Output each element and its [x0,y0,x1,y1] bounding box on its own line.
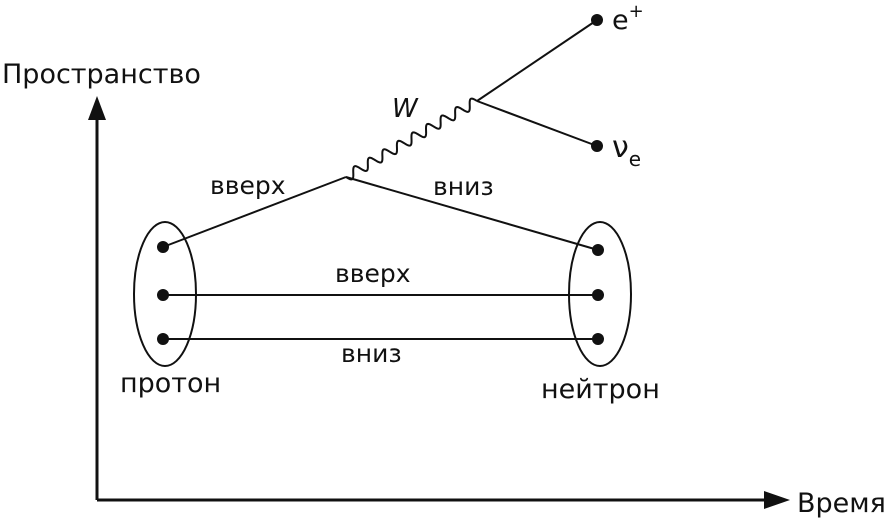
spectator-down-quark-label: вниз [341,339,402,368]
positron-dot [591,14,603,26]
time-axis-label: Время [797,488,886,519]
proton-quark-dot-top [157,241,169,253]
neutron-quark-dot-bottom [592,333,604,345]
space-axis-label: Пространство [2,59,201,90]
positron-label: e+ [612,1,644,36]
proton-quark-dot-bottom [157,333,169,345]
neutrino-dot [591,140,603,152]
w-boson-wavy-line [345,97,478,181]
positron-symbol: e [612,5,629,36]
neutron-label: нейтрон [541,374,660,405]
incoming-quark-line [162,176,347,248]
positron-charge: + [629,1,644,22]
outgoing-down-quark-label: вниз [433,172,494,201]
neutrino-flavor: e [629,147,641,171]
neutrino-label: νe [612,130,641,171]
outgoing-quark-line [345,176,599,251]
spectator-up-quark-label: вверх [335,259,411,288]
neutrino-line [476,100,598,147]
incoming-up-quark-label: вверх [210,171,286,200]
w-boson-label: W [392,94,419,124]
neutron-quark-dot-top [592,244,604,256]
proton-label: протон [120,368,221,399]
positron-line [476,19,598,102]
proton-quark-dot-middle [157,289,169,301]
time-axis-arrowhead [764,491,790,509]
space-axis-arrowhead [88,96,106,120]
neutron-quark-dot-middle [592,289,604,301]
neutrino-symbol: ν [612,130,629,165]
